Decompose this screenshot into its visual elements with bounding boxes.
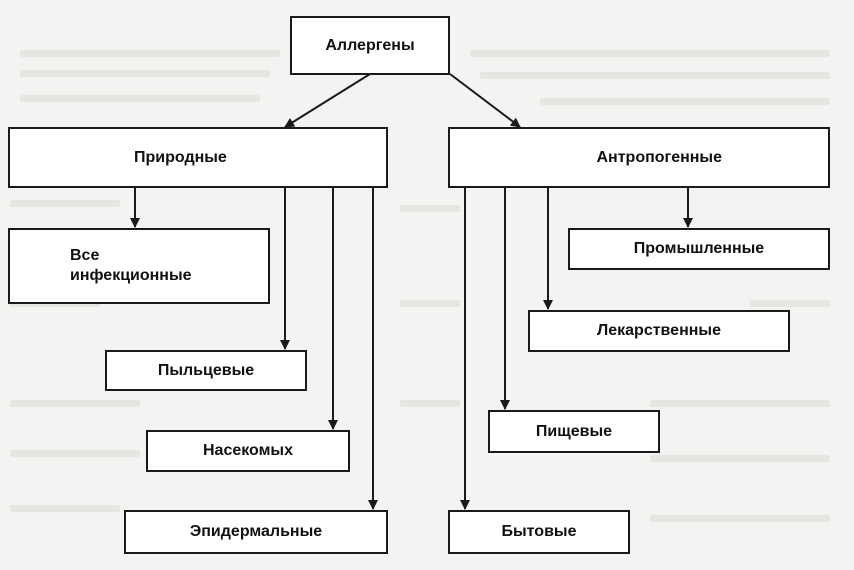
node-natural-label: Природные (134, 148, 227, 166)
arrow-root-to-natural (284, 73, 371, 128)
arrow-root-to-anthropogenic (449, 73, 521, 128)
node-anthropogenic: Антропогенные (448, 127, 830, 188)
node-infectious-label: Все инфекционные (70, 247, 192, 284)
node-allergens: Аллергены (290, 16, 450, 75)
node-infectious: Все инфекционные (8, 228, 270, 304)
node-insects: Насекомых (146, 430, 350, 472)
node-pollen: Пыльцевые (105, 350, 307, 391)
node-food: Пищевые (488, 410, 660, 453)
node-anthropogenic-label: Антропогенные (596, 148, 723, 166)
node-household-label: Бытовые (501, 523, 577, 540)
node-food-label: Пищевые (535, 422, 613, 440)
node-epidermal: Эпидермальные (124, 510, 388, 554)
node-natural: Природные (8, 127, 388, 188)
node-medicinal-label: Лекарственные (597, 322, 721, 339)
node-insects-label: Насекомых (202, 442, 293, 459)
node-pollen-label: Пыльцевые (157, 361, 255, 379)
node-industrial-label: Промышленные (633, 240, 765, 257)
node-household: Бытовые (448, 510, 630, 554)
node-epidermal-label: Эпидермальные (189, 523, 323, 540)
node-allergens-label: Аллергены (325, 36, 415, 54)
node-medicinal: Лекарственные (528, 310, 790, 352)
node-industrial: Промышленные (568, 228, 830, 270)
